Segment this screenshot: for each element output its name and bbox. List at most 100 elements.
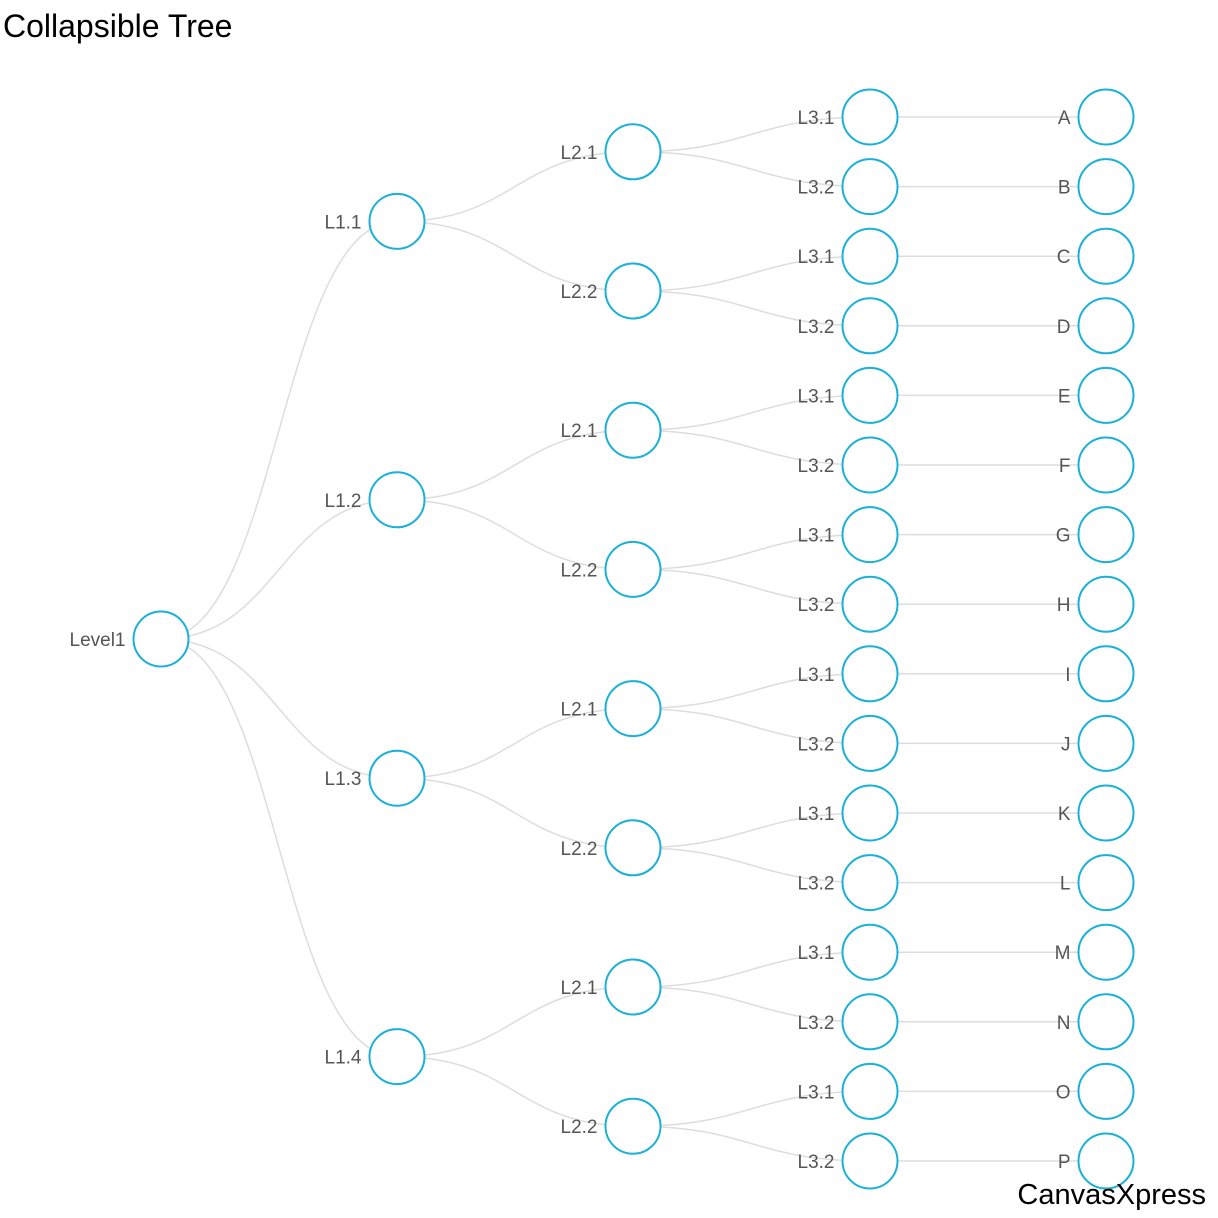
node-circle[interactable]	[604, 958, 662, 1016]
tree-node[interactable]: L	[1060, 854, 1135, 912]
tree-node[interactable]: K	[1058, 784, 1135, 842]
tree-node[interactable]: L2.1	[561, 680, 662, 738]
tree-node[interactable]: L3.2	[798, 993, 899, 1051]
tree-node[interactable]: L3.2	[798, 436, 899, 494]
node-circle[interactable]	[1077, 645, 1135, 703]
tree-node[interactable]: G	[1056, 506, 1135, 564]
node-circle[interactable]	[604, 680, 662, 738]
node-circle[interactable]	[841, 993, 899, 1051]
tree-node[interactable]: L2.2	[561, 1097, 662, 1155]
tree-node[interactable]: L3.1	[798, 645, 899, 703]
node-circle[interactable]	[1077, 506, 1135, 564]
tree-node[interactable]: L1.1	[325, 192, 426, 250]
tree-node[interactable]: L3.1	[798, 366, 899, 424]
node-circle[interactable]	[841, 784, 899, 842]
node-circle[interactable]	[841, 436, 899, 494]
node-circle[interactable]	[1077, 854, 1135, 912]
node-circle[interactable]	[841, 366, 899, 424]
node-circle[interactable]	[1077, 714, 1135, 772]
tree-node[interactable]: J	[1061, 714, 1135, 772]
node-circle[interactable]	[841, 645, 899, 703]
tree-node[interactable]: D	[1057, 297, 1135, 355]
tree-node[interactable]: C	[1057, 227, 1135, 285]
node-circle[interactable]	[841, 1132, 899, 1190]
tree-node[interactable]: L3.2	[798, 575, 899, 633]
tree-node[interactable]: F	[1059, 436, 1135, 494]
node-circle[interactable]	[841, 227, 899, 285]
node-circle[interactable]	[368, 749, 426, 807]
node-label: B	[1058, 178, 1071, 199]
tree-node[interactable]: L1.4	[325, 1028, 426, 1086]
node-circle[interactable]	[841, 923, 899, 981]
node-circle[interactable]	[1077, 1062, 1135, 1120]
tree-node[interactable]: L3.2	[798, 158, 899, 216]
node-circle[interactable]	[604, 401, 662, 459]
tree-node[interactable]: O	[1056, 1062, 1135, 1120]
node-circle[interactable]	[1077, 88, 1135, 146]
node-circle[interactable]	[1077, 436, 1135, 494]
tree-node[interactable]: L2.2	[561, 262, 662, 320]
node-circle[interactable]	[604, 819, 662, 877]
node-circle[interactable]	[841, 158, 899, 216]
tree-node[interactable]: L2.1	[561, 401, 662, 459]
tree-link	[632, 951, 871, 988]
node-circle[interactable]	[368, 1028, 426, 1086]
tree-node[interactable]: L3.2	[798, 714, 899, 772]
node-circle[interactable]	[368, 192, 426, 250]
tree-node[interactable]: I	[1065, 645, 1135, 703]
tree-node[interactable]: L3.2	[798, 1132, 899, 1190]
node-label: I	[1065, 665, 1070, 686]
tree-node[interactable]: L2.1	[561, 958, 662, 1016]
tree-node[interactable]: L2.1	[561, 123, 662, 181]
tree-node[interactable]: L1.2	[325, 471, 426, 529]
tree-node[interactable]: H	[1057, 575, 1135, 633]
node-circle[interactable]	[604, 123, 662, 181]
node-circle[interactable]	[604, 262, 662, 320]
node-circle[interactable]	[604, 540, 662, 598]
node-circle[interactable]	[841, 88, 899, 146]
node-label: L2.2	[561, 839, 598, 860]
node-circle[interactable]	[1077, 1132, 1135, 1190]
tree-node[interactable]: L3.2	[798, 854, 899, 912]
node-circle[interactable]	[1077, 575, 1135, 633]
node-circle[interactable]	[1077, 227, 1135, 285]
node-circle[interactable]	[1077, 158, 1135, 216]
tree-node[interactable]: L2.2	[561, 540, 662, 598]
node-circle[interactable]	[841, 297, 899, 355]
node-circle[interactable]	[604, 1097, 662, 1155]
node-circle[interactable]	[841, 575, 899, 633]
node-circle[interactable]	[841, 1062, 899, 1120]
node-circle[interactable]	[132, 610, 190, 668]
node-circle[interactable]	[1077, 297, 1135, 355]
node-label: Level1	[70, 630, 126, 651]
tree-node[interactable]: M	[1055, 923, 1135, 981]
tree-node[interactable]: Level1	[70, 610, 190, 668]
node-label: O	[1056, 1082, 1071, 1103]
node-circle[interactable]	[1077, 923, 1135, 981]
node-circle[interactable]	[368, 471, 426, 529]
tree-node[interactable]: L3.1	[798, 227, 899, 285]
tree-node[interactable]: A	[1058, 88, 1135, 146]
tree-node[interactable]: L2.2	[561, 819, 662, 877]
node-circle[interactable]	[1077, 993, 1135, 1051]
tree-node[interactable]: P	[1058, 1132, 1135, 1190]
tree-node[interactable]: L3.1	[798, 923, 899, 981]
node-label: L3.1	[798, 108, 835, 129]
tree-node[interactable]: L3.1	[798, 88, 899, 146]
tree-node[interactable]: L1.3	[325, 749, 426, 807]
tree-node[interactable]: L3.1	[798, 784, 899, 842]
node-circle[interactable]	[841, 506, 899, 564]
tree-node[interactable]: L3.1	[798, 506, 899, 564]
tree-node[interactable]: B	[1058, 158, 1135, 216]
chart-title: Collapsible Tree	[3, 8, 233, 44]
node-circle[interactable]	[1077, 366, 1135, 424]
tree-node[interactable]: E	[1058, 366, 1135, 424]
node-label: L2.1	[561, 700, 598, 721]
tree-node[interactable]: L3.1	[798, 1062, 899, 1120]
tree-node[interactable]: L3.2	[798, 297, 899, 355]
node-circle[interactable]	[841, 854, 899, 912]
node-circle[interactable]	[1077, 784, 1135, 842]
node-circle[interactable]	[841, 714, 899, 772]
node-label: E	[1058, 386, 1071, 407]
tree-node[interactable]: N	[1057, 993, 1135, 1051]
